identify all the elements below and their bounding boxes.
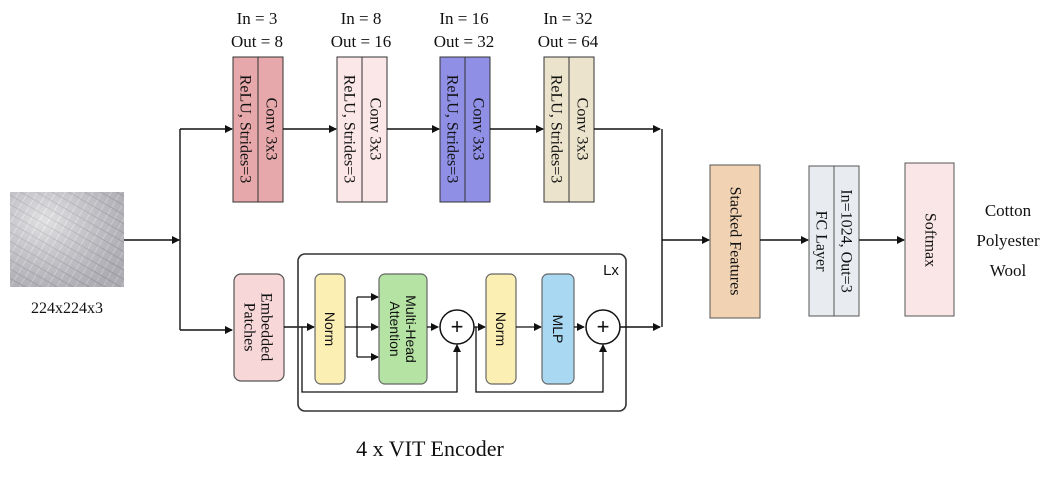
conv-block-2: In = 8 Out = 16 Conv 3x3 ReLU, Strides=3	[331, 9, 392, 203]
conv-block-1: In = 3 Out = 8 Conv 3x3 ReLU, Strides=3	[231, 9, 284, 203]
input-image	[10, 192, 124, 287]
norm-block-1	[314, 273, 346, 385]
conv-block-1-in: In = 3	[237, 9, 278, 28]
residual-path-1	[301, 327, 461, 393]
input-size-label: 224x224x3	[31, 300, 103, 317]
norm-block-1-label: Norm	[322, 312, 338, 346]
residual-path-2	[475, 327, 607, 393]
mha-line1: Multi-Head	[403, 295, 419, 363]
encoder-frame	[297, 253, 627, 412]
stacked-features-block	[709, 164, 761, 319]
embedded-patches-line2: Patches	[241, 303, 258, 352]
conv-block-2-conv-label: Conv 3x3	[367, 98, 384, 161]
add-node-2-symbol: +	[597, 314, 610, 339]
softmax-block	[904, 162, 955, 317]
fc-layer-right	[833, 165, 860, 317]
conv-block-4-in: In = 32	[543, 9, 592, 28]
conv-block-1-conv-label: Conv 3x3	[263, 98, 280, 161]
conv-block-3: In = 16 Out = 32 Conv 3x3 ReLU, Strides=…	[434, 9, 495, 203]
conv-block-4-conv-label: Conv 3x3	[574, 98, 591, 161]
vit-encoder-caption: 4 x VIT Encoder	[356, 436, 504, 461]
embedded-patches-line1: Embedded	[258, 293, 275, 361]
norm-block-2-label: Norm	[493, 312, 509, 346]
conv-block-4: In = 32 Out = 64 Conv 3x3 ReLU, Strides=…	[538, 9, 599, 203]
mlp-block-label: MLP	[550, 315, 566, 344]
conv-block-1-out: Out = 8	[231, 32, 283, 51]
fc-layer-label: FC Layer	[813, 211, 830, 273]
conv-block-3-out: Out = 32	[434, 32, 495, 51]
norm-block-2	[485, 273, 517, 385]
softmax-label: Softmax	[922, 213, 939, 267]
encoder-repeat-label: Lx	[603, 262, 619, 279]
conv-block-2-in: In = 8	[341, 9, 382, 28]
stacked-features-label: Stacked Features	[727, 187, 744, 296]
conv-block-1-left	[232, 56, 259, 203]
fc-layer-io-label: In=1024, Out=3	[838, 189, 855, 292]
mlp-block	[541, 273, 575, 385]
conv-block-3-in: In = 16	[439, 9, 488, 28]
conv-block-3-conv-label: Conv 3x3	[470, 98, 487, 161]
conv-block-1-right	[257, 56, 284, 203]
class-label-cotton: Cotton	[985, 201, 1032, 220]
add-node-1-symbol: +	[451, 314, 464, 339]
mha-line2: Attention	[387, 301, 403, 356]
conv-block-4-relu-label: ReLU, Strides=3	[548, 75, 565, 184]
conv-block-2-left	[336, 56, 363, 203]
conv-block-2-relu-label: ReLU, Strides=3	[341, 75, 358, 184]
class-label-wool: Wool	[990, 261, 1027, 280]
conv-block-3-left	[439, 56, 466, 203]
conv-block-4-out: Out = 64	[538, 32, 599, 51]
conv-block-1-relu-label: ReLU, Strides=3	[237, 75, 254, 184]
conv-block-3-relu-label: ReLU, Strides=3	[444, 75, 461, 184]
conv-block-2-out: Out = 16	[331, 32, 392, 51]
multi-head-attention-block	[378, 273, 428, 385]
conv-block-2-right	[361, 56, 388, 203]
conv-block-3-right	[464, 56, 491, 203]
class-label-polyester: Polyester	[976, 231, 1040, 250]
